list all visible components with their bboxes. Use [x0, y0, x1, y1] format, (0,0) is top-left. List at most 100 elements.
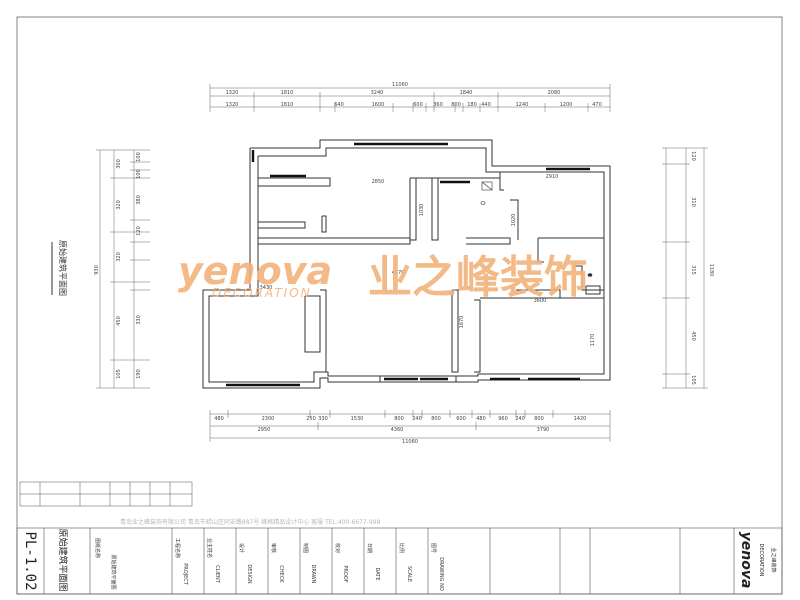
dim-label: 1320: [226, 102, 239, 108]
right-seg-dims: 310 120 315 450 105: [690, 151, 696, 385]
dim-label: 1020: [511, 214, 517, 227]
tb-label: 工程名称: [174, 538, 181, 558]
tb-label: 审核: [270, 543, 277, 553]
dim-label: 330: [318, 416, 328, 422]
tb-value: 原始建筑平面图: [110, 554, 117, 589]
dim-label: 600: [413, 102, 423, 108]
bottom-row1-dims: 480 2300 250 330 1530 800 240 800 600 48…: [214, 416, 586, 422]
dim-label: 800: [534, 416, 544, 422]
drawing-title: 原始建筑平面图: [57, 528, 69, 591]
tb-value: SCALE: [406, 566, 412, 582]
dim-label: 1200: [560, 102, 573, 108]
dim-label: 330: [136, 315, 142, 325]
watermark-cn: 业之峰装饰: [368, 252, 588, 303]
dim-label: 1810: [281, 90, 294, 96]
dim-label: 190: [136, 369, 142, 379]
dim-label: 470: [592, 102, 602, 108]
dim-label: 600: [456, 416, 466, 422]
dim-label: 450: [690, 331, 696, 341]
dim-label: 320: [116, 252, 122, 262]
dim-label: 3240: [371, 90, 384, 96]
tb-value: DATE: [374, 567, 380, 580]
tb-value: DRAWING NO: [438, 557, 444, 591]
bottom-row2-dims: 2950 4360 3790: [258, 427, 550, 433]
tb-label: 比例: [398, 543, 405, 553]
dim-label: 120: [136, 226, 142, 236]
tb-label: 图纸名称: [94, 538, 101, 558]
tb-label: 设计: [238, 543, 245, 553]
left-total-dim: 930: [94, 265, 100, 275]
tb-value: PROOF: [342, 565, 348, 582]
top-row2-dims: 1320 1810 640 1600 600 360 800 180 440 1…: [226, 102, 602, 108]
dim-label: 440: [481, 102, 491, 108]
right-total-dim: 1180: [708, 264, 714, 277]
tb-label: 业主姓名: [206, 538, 213, 558]
left-dimensions: [96, 149, 150, 389]
inner-wall: [208, 147, 605, 383]
dim-label: 2910: [546, 174, 559, 180]
dim-label: 180: [467, 102, 477, 108]
inner-dims: 2850 2910 4670 3430 3600 1030 1670 1170 …: [260, 174, 596, 346]
dim-label: 800: [394, 416, 404, 422]
legend-box: [19, 481, 193, 507]
tb-brand: yenova: [738, 532, 754, 589]
dim-label: 3430: [260, 285, 273, 291]
dim-label: 100: [136, 152, 142, 162]
dim-label: 1840: [460, 90, 473, 96]
dim-label: 1600: [372, 102, 385, 108]
dim-label: 380: [136, 195, 142, 205]
dim-label: 1320: [226, 90, 239, 96]
top-dimensions: [209, 84, 611, 112]
tb-brand-sub: DECORATION: [758, 544, 764, 577]
dim-label: 240: [412, 416, 422, 422]
top-row1-dims: 1320 1810 3240 1840 2080: [226, 90, 561, 96]
dim-label: 1240: [516, 102, 529, 108]
sheet-number: PL-1.02: [22, 531, 38, 590]
tb-brand-cn: 业之峰装饰: [770, 547, 777, 572]
dim-label: 120: [690, 151, 696, 161]
tb-label: 日期: [366, 543, 372, 553]
dim-label: 480: [476, 416, 486, 422]
dim-label: 100: [136, 169, 142, 179]
left-seg-dims: 300 320 320 450 105 100 100 380 120 330 …: [116, 152, 142, 379]
right-dimensions: [662, 147, 708, 389]
dim-label: 105: [116, 369, 122, 379]
company-line: 青岛业之峰装饰有限公司 青岛市崂山区同安路887号 峰格精品设计中心 客服 TE…: [120, 518, 381, 526]
floor-plan: [202, 139, 611, 389]
dim-label: 1420: [574, 416, 587, 422]
dim-label: 240: [515, 416, 525, 422]
dim-label: 2850: [372, 179, 385, 185]
tb-label: 制图: [302, 543, 309, 553]
dim-label: 4670: [392, 270, 405, 276]
windows: [226, 142, 590, 387]
dim-label: 1030: [419, 204, 425, 217]
dim-label: 1810: [281, 102, 294, 108]
dim-label: 480: [214, 416, 224, 422]
dim-label: 800: [431, 416, 441, 422]
dim-label: 2080: [548, 90, 561, 96]
tb-label: 图号: [430, 543, 436, 553]
dim-label: 360: [433, 102, 443, 108]
dim-label: 310: [690, 197, 696, 207]
side-title: 原始建筑平面图: [58, 240, 68, 296]
watermark: yenova DECORATION 业之峰装饰: [178, 249, 588, 303]
dim-label: 800: [451, 102, 461, 108]
watermark-brand: yenova: [178, 249, 332, 293]
dim-label: 4360: [391, 427, 404, 433]
dim-label: 1170: [590, 334, 596, 347]
bottom-dimensions: [209, 410, 611, 442]
dim-label: 960: [498, 416, 508, 422]
bottom-total-dim: 11060: [402, 439, 418, 445]
tb-value: CHECK: [278, 565, 284, 583]
dim-label: 3790: [537, 427, 550, 433]
title-block-labels: 图纸名称 工程名称 业主姓名 设计 审核 制图 校对 日期 比例 图号: [94, 538, 436, 558]
dim-label: 2300: [262, 416, 275, 422]
tb-label: 校对: [334, 543, 341, 553]
dim-label: 300: [116, 159, 122, 169]
dim-label: 250: [306, 416, 316, 422]
tb-value: DRAWN: [310, 565, 316, 584]
watermark-sub: DECORATION: [212, 286, 312, 300]
tb-value: CLIENT: [214, 565, 220, 584]
tb-value: PROJECT: [182, 563, 188, 586]
